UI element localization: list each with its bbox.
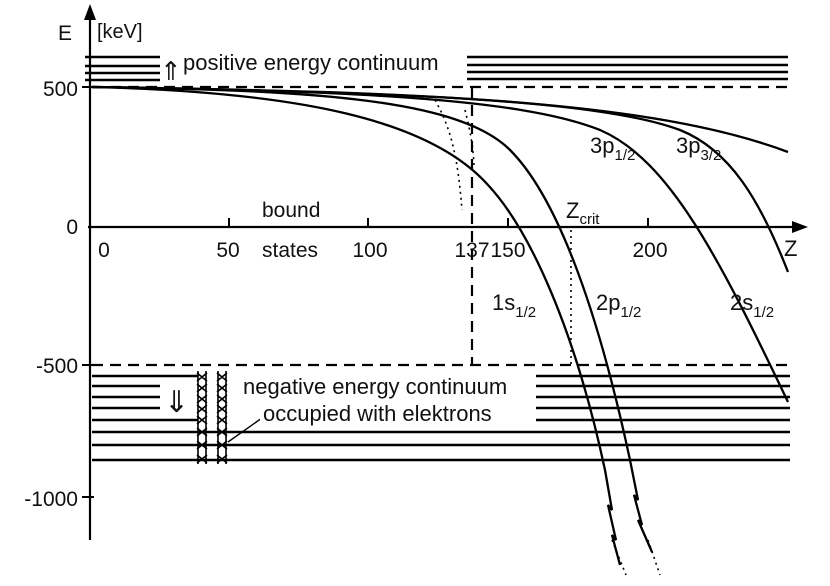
- y-tick-label-minus1000: -1000: [24, 488, 78, 511]
- energy-curves: [91, 85, 790, 566]
- x-axis-arrowhead: [792, 221, 808, 233]
- tick-marks: [82, 86, 649, 498]
- x-tick-label-0: 0: [98, 239, 110, 262]
- x-tick-label-200: 200: [632, 239, 667, 262]
- curve-2p-half: [91, 85, 654, 553]
- label-3p-half: 3p1/2: [590, 133, 635, 164]
- curve-3p-three-halves: [91, 85, 789, 154]
- axes: [84, 4, 808, 540]
- label-1s-half: 1s1/2: [492, 290, 536, 321]
- label-3p-three-halves: 3p3/2: [676, 133, 721, 164]
- negative-continuum-lines: [92, 374, 790, 462]
- label-2s-half: 2s1/2: [730, 290, 774, 321]
- occupied-label-bg: [260, 400, 522, 426]
- zcrit-label: Zcrit: [566, 198, 600, 228]
- down-arrow: ⇓: [164, 386, 189, 419]
- dotted-tail-1s: [611, 539, 627, 576]
- y-axis-arrowhead: [84, 4, 96, 20]
- y-axis-unit: [keV]: [97, 21, 143, 43]
- positive-continuum-lines: [85, 55, 788, 82]
- y-tick-label-minus500: -500: [36, 355, 78, 378]
- y-tick-label-0: 0: [66, 216, 78, 239]
- x-axis-label: Z: [784, 236, 797, 261]
- occupied-label: occupied with elektrons: [263, 401, 492, 426]
- positive-label-bg: [180, 44, 466, 76]
- y-axis-label: E: [58, 22, 72, 45]
- y-tick-label-500: 500: [43, 78, 78, 101]
- up-arrow: ⇑: [160, 56, 182, 86]
- dotted-curve-2p: [464, 109, 475, 166]
- bound-states-label-line2: states: [262, 239, 318, 262]
- negative-label-bg: [240, 372, 535, 398]
- curve-1s-half: [91, 85, 622, 566]
- bound-states-label-line1: bound: [262, 199, 320, 222]
- point-nucleus-curves: [434, 99, 661, 576]
- positive-continuum-label: positive energy continuum: [183, 50, 439, 75]
- x-tick-label-50: 50: [216, 239, 239, 262]
- x-tick-label-100: 100: [352, 239, 387, 262]
- electron-markers: [196, 371, 228, 464]
- x-tick-label-150: 150: [490, 239, 525, 262]
- electron-pointer-line: [227, 417, 263, 443]
- dotted-tail-2p: [647, 539, 661, 576]
- dashed-lines: [92, 85, 790, 367]
- label-2p-half: 2p1/2: [596, 290, 641, 321]
- negative-continuum-label: negative energy continuum: [243, 374, 507, 399]
